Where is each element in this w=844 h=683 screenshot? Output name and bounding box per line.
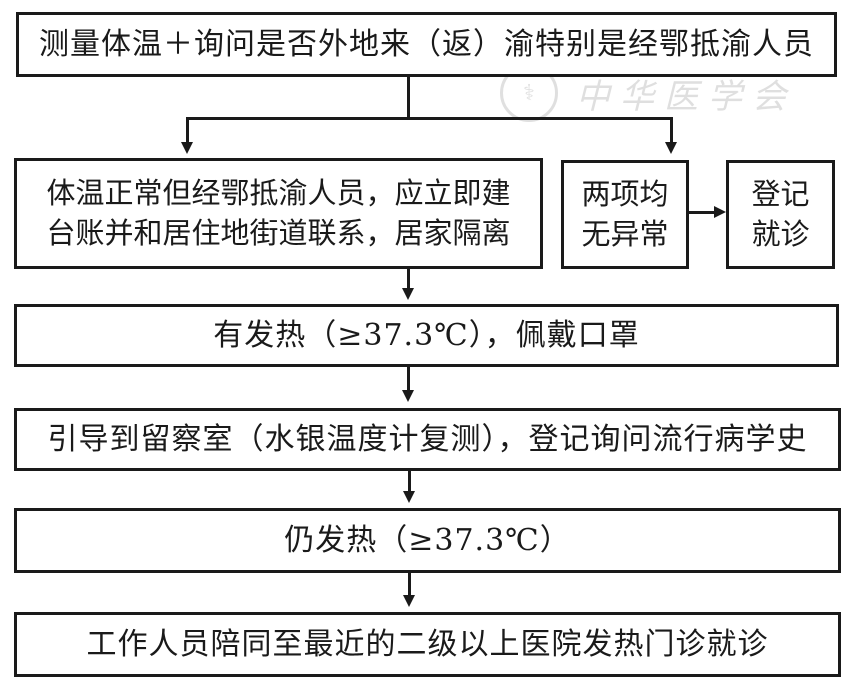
branch-left-line1: 体温正常但经鄂抵渝人员，应立即建 bbox=[46, 176, 511, 211]
watermark: ⚕ 中华医学会 bbox=[500, 62, 800, 124]
arrow-down-icon bbox=[665, 142, 677, 154]
step4-box: 引导到留察室（水银温度计复测），登记询问流行病学史 bbox=[14, 408, 841, 471]
register-line1: 登记 bbox=[751, 177, 810, 212]
step5-box: 仍发热（≥37.3℃） bbox=[14, 508, 841, 573]
connector-branch-left-down bbox=[186, 117, 189, 143]
arrow-down-icon bbox=[402, 390, 414, 402]
step6-box: 工作人员陪同至最近的二级以上医院发热门诊就诊 bbox=[14, 612, 841, 677]
step1-text: 测量体温＋询问是否外地来（返）渝特别是经鄂抵渝人员 bbox=[39, 26, 814, 62]
branch-right-box: 两项均 无异常 bbox=[561, 160, 689, 269]
connector-step1-down bbox=[407, 77, 410, 119]
arrow-down-icon bbox=[403, 491, 415, 503]
branch-right-line1: 两项均 bbox=[581, 177, 669, 212]
branch-left-box: 体温正常但经鄂抵渝人员，应立即建 台账并和居住地街道联系，居家隔离 bbox=[14, 158, 543, 269]
step5-text: 仍发热（≥37.3℃） bbox=[284, 522, 571, 558]
step3-text: 有发热（≥37.3℃），佩戴口罩 bbox=[213, 317, 640, 353]
connector-branch-left-to-step3 bbox=[407, 269, 410, 289]
connector-to-register bbox=[689, 211, 715, 214]
connector-step4-to-step5 bbox=[408, 471, 411, 492]
step1-box: 测量体温＋询问是否外地来（返）渝特别是经鄂抵渝人员 bbox=[16, 12, 837, 77]
arrow-down-icon bbox=[403, 595, 415, 607]
step3-box: 有发热（≥37.3℃），佩戴口罩 bbox=[14, 304, 839, 367]
step4-text: 引导到留察室（水银温度计复测），登记询问流行病学史 bbox=[47, 421, 808, 457]
branch-right-line2: 无异常 bbox=[581, 216, 669, 251]
arrow-down-icon bbox=[402, 288, 414, 300]
arrow-right-icon bbox=[714, 206, 726, 218]
register-line2: 就诊 bbox=[751, 216, 810, 251]
connector-branch-horizontal bbox=[186, 117, 673, 120]
connector-branch-right-down bbox=[670, 117, 673, 143]
branch-left-line2: 台账并和居住地街道联系，居家隔离 bbox=[46, 215, 511, 250]
step6-text: 工作人员陪同至最近的二级以上医院发热门诊就诊 bbox=[86, 626, 769, 662]
register-box: 登记 就诊 bbox=[726, 160, 835, 269]
arrow-down-icon bbox=[181, 142, 193, 154]
watermark-text: 中华医学会 bbox=[576, 76, 796, 117]
connector-step3-to-step4 bbox=[407, 367, 410, 391]
connector-step5-to-step6 bbox=[408, 573, 411, 596]
